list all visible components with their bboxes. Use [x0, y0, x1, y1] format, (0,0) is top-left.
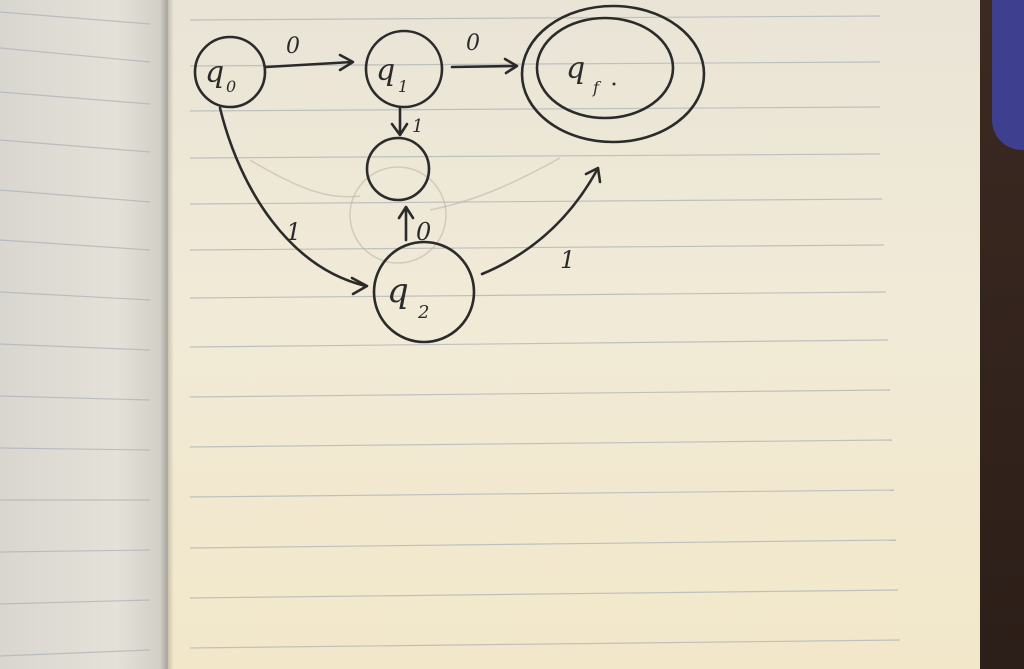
transition-q0-q2: 1 [218, 106, 369, 296]
transition-q1-unlabeled: 1 [390, 106, 423, 137]
arrowhead-icon [338, 53, 355, 72]
arrowhead-icon [584, 166, 602, 184]
state-unlabeled [365, 136, 431, 202]
ghost-circle [349, 166, 447, 264]
state-q2: q 2 [372, 240, 476, 344]
transition-symbol: 1 [560, 246, 575, 274]
ghost-stroke [429, 157, 561, 211]
state-subscript: 0 [226, 77, 236, 96]
transition-symbol: 1 [286, 218, 301, 246]
state-label: q [205, 55, 224, 90]
state-q1: q 1 [364, 29, 444, 109]
arrowhead-icon [350, 276, 369, 296]
transition-symbol: 0 [466, 31, 480, 56]
transition-q0-q1: 0 [264, 34, 355, 72]
transition-symbol: 0 [416, 218, 431, 246]
arrowhead-icon [390, 122, 409, 137]
state-label: q [376, 53, 395, 88]
blue-cloth [992, 0, 1024, 150]
transition-q2-unlabeled: 0 [397, 205, 431, 246]
arrowhead-icon [503, 57, 519, 75]
state-qf: q f [520, 4, 706, 144]
notebook-spine [160, 0, 174, 669]
state-q0: q 0 [193, 35, 267, 109]
arrowhead-icon [397, 205, 415, 220]
transition-symbol: 0 [286, 34, 300, 59]
transition-q1-qf: 0 [450, 31, 519, 75]
state-label: q [566, 51, 585, 86]
state-label: q [387, 271, 409, 311]
left-page [0, 0, 168, 669]
state-subscript: 2 [417, 302, 429, 323]
state-subscript: 1 [398, 77, 408, 96]
ghost-stroke [249, 159, 361, 198]
transition-q2-qf: 1 [480, 166, 602, 276]
state-subscript: f [592, 78, 602, 97]
transition-symbol: 1 [412, 116, 423, 137]
